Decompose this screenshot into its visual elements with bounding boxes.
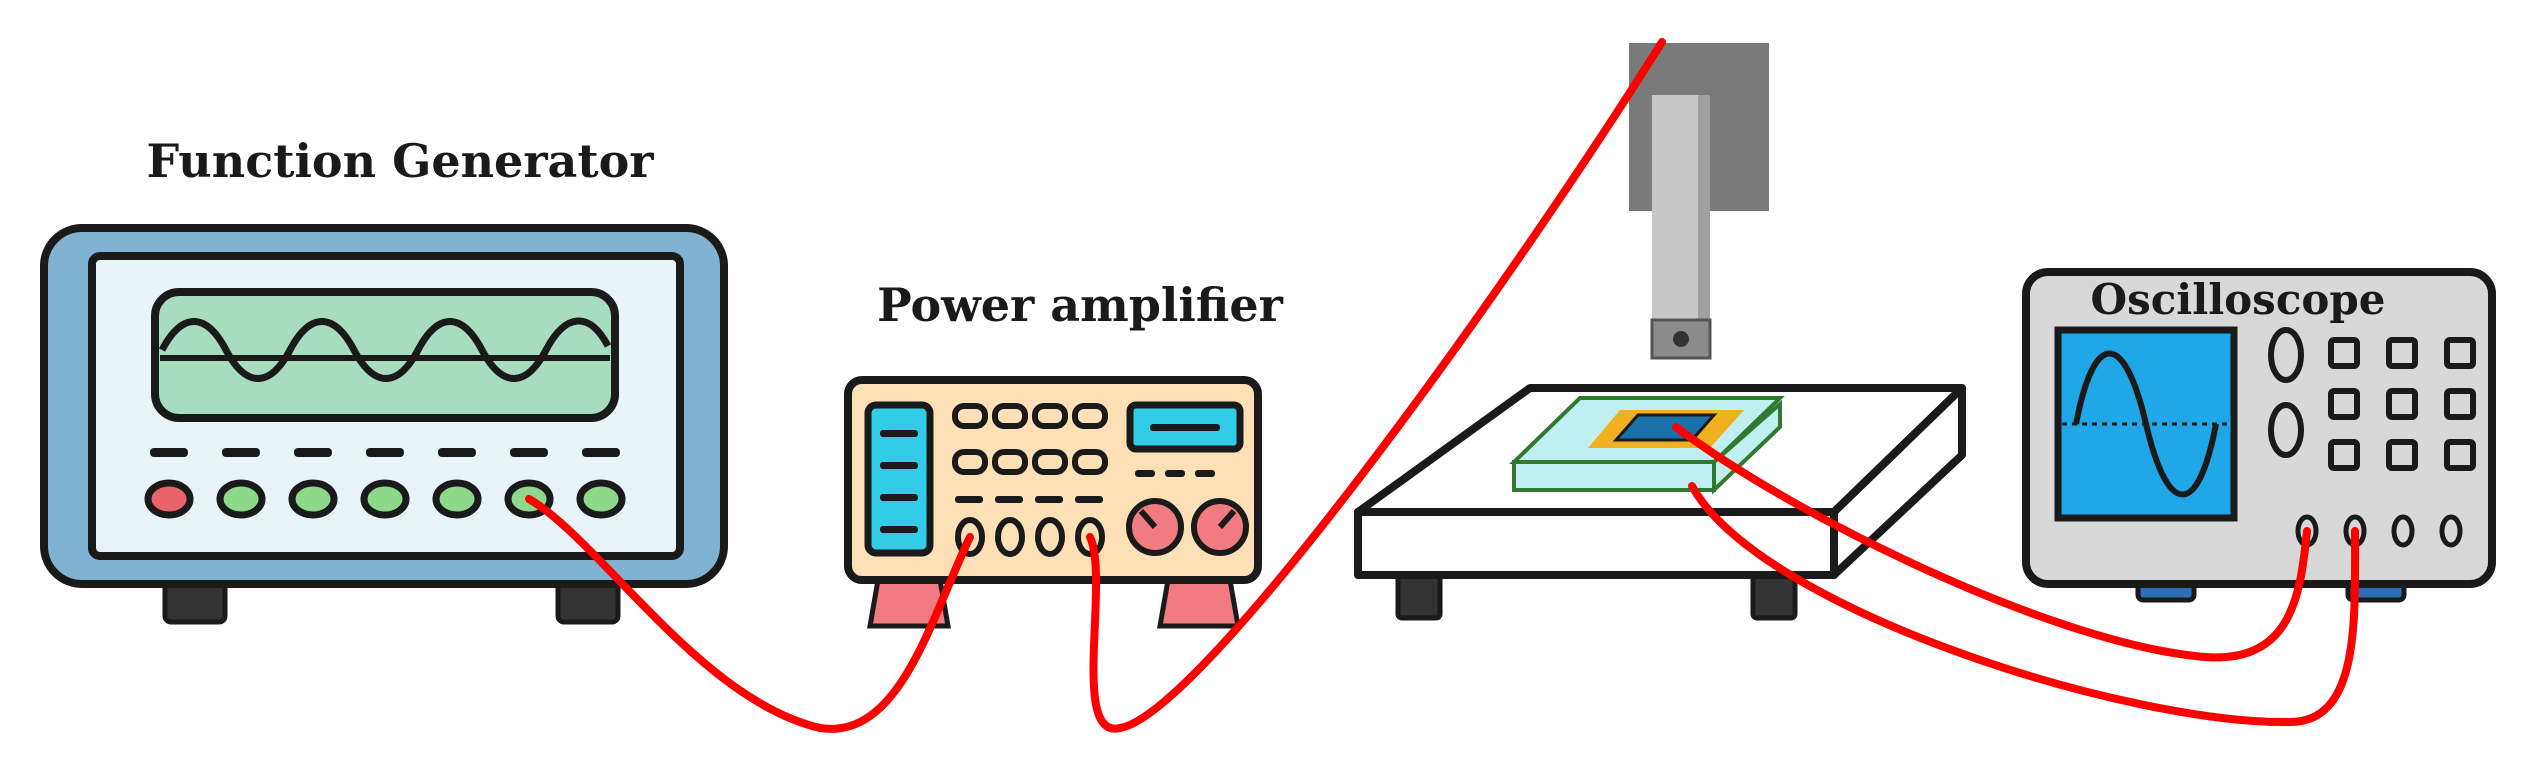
function-generator-button-red — [144, 479, 194, 519]
oscilloscope — [2022, 268, 2496, 603]
power-amplifier-buttons — [952, 403, 1108, 475]
oscilloscope-knob-top — [2268, 327, 2304, 383]
connection-wires — [525, 38, 2360, 733]
power-amplifier-indicator-bars — [955, 470, 1215, 503]
function-generator-label: Function Generator — [146, 134, 654, 188]
test-stage — [1354, 384, 1966, 621]
power-amplifier-jacks — [955, 517, 1105, 557]
oscilloscope-button-grid — [2328, 337, 2476, 471]
oscilloscope-knob-bottom — [2268, 402, 2304, 458]
function-generator-button — [360, 479, 410, 519]
power-amplifier — [844, 376, 1262, 629]
test-stage-front — [1354, 508, 1838, 579]
function-generator-button — [288, 479, 338, 519]
power-amplifier-display-bars — [880, 430, 918, 533]
oscilloscope-sine-wave — [2073, 350, 2219, 498]
oscilloscope-label: Oscilloscope — [2090, 275, 2385, 324]
function-generator-sine-wave — [158, 317, 612, 382]
wire-generator-to-amplifier — [525, 495, 974, 733]
function-generator-indicator-bars — [150, 448, 620, 457]
power-amplifier-label: Power amplifier — [877, 278, 1283, 332]
linear-actuator — [1627, 41, 1771, 360]
power-amplifier-left-display — [864, 401, 934, 557]
function-generator — [40, 224, 728, 625]
function-generator-button — [576, 479, 626, 519]
wire-sample-to-oscilloscope-2 — [1688, 482, 2360, 727]
power-amplifier-foot-right — [1157, 577, 1241, 629]
function-generator-button — [432, 479, 482, 519]
wire-amplifier-to-actuator — [1086, 38, 1666, 733]
function-generator-buttons — [144, 479, 626, 519]
test-stage-side — [1830, 384, 1966, 579]
wire-sample-to-oscilloscope-1 — [1672, 423, 2311, 662]
function-generator-button — [216, 479, 266, 519]
power-amplifier-knobs — [1126, 498, 1249, 556]
sample-front — [1512, 460, 1716, 492]
